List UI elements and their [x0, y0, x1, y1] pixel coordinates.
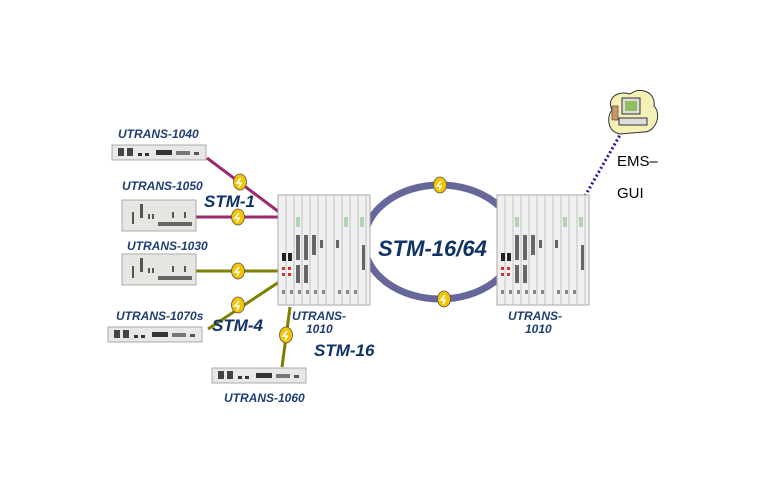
utrans-1050-label: UTRANS-1050 [122, 179, 203, 193]
ems-computer-icon[interactable] [608, 90, 659, 135]
utrans-1010-left-label-1: UTRANS- [292, 309, 346, 323]
utrans-1070s-label: UTRANS-1070s [116, 309, 204, 323]
utrans-1010-right-label-2: 1010 [525, 322, 552, 336]
utrans-1040-label: UTRANS-1040 [118, 127, 199, 141]
ems-label-line2: GUI [617, 185, 644, 202]
utrans-1050-device[interactable] [121, 199, 197, 232]
utrans-1010-left-label-2: 1010 [306, 322, 333, 336]
utrans-1030-device[interactable] [121, 253, 197, 286]
stm-4-label: STM-4 [212, 316, 264, 335]
ems-label-line1: EMS– [617, 153, 659, 170]
stm-16-64-label: STM-16/64 [378, 236, 487, 261]
connector-icon [436, 290, 452, 308]
stm-1-label: STM-1 [204, 192, 255, 211]
connector-icon [230, 296, 246, 314]
utrans-1040-device[interactable] [111, 144, 207, 161]
connector-icon [230, 208, 246, 226]
connector-icon [432, 176, 448, 194]
stm-16-label: STM-16 [314, 341, 375, 360]
utrans-1060-device[interactable] [211, 367, 307, 384]
utrans-1070s-device[interactable] [107, 326, 203, 343]
utrans-1060-label: UTRANS-1060 [224, 391, 305, 405]
utrans-1010-left-device[interactable] [277, 194, 371, 306]
connector-icon [278, 326, 294, 344]
utrans-1010-right-device[interactable] [496, 194, 590, 306]
connector-icon [230, 262, 246, 280]
utrans-1010-right-label-1: UTRANS- [508, 309, 562, 323]
connector-icon [232, 173, 248, 191]
utrans-1030-label: UTRANS-1030 [127, 239, 208, 253]
